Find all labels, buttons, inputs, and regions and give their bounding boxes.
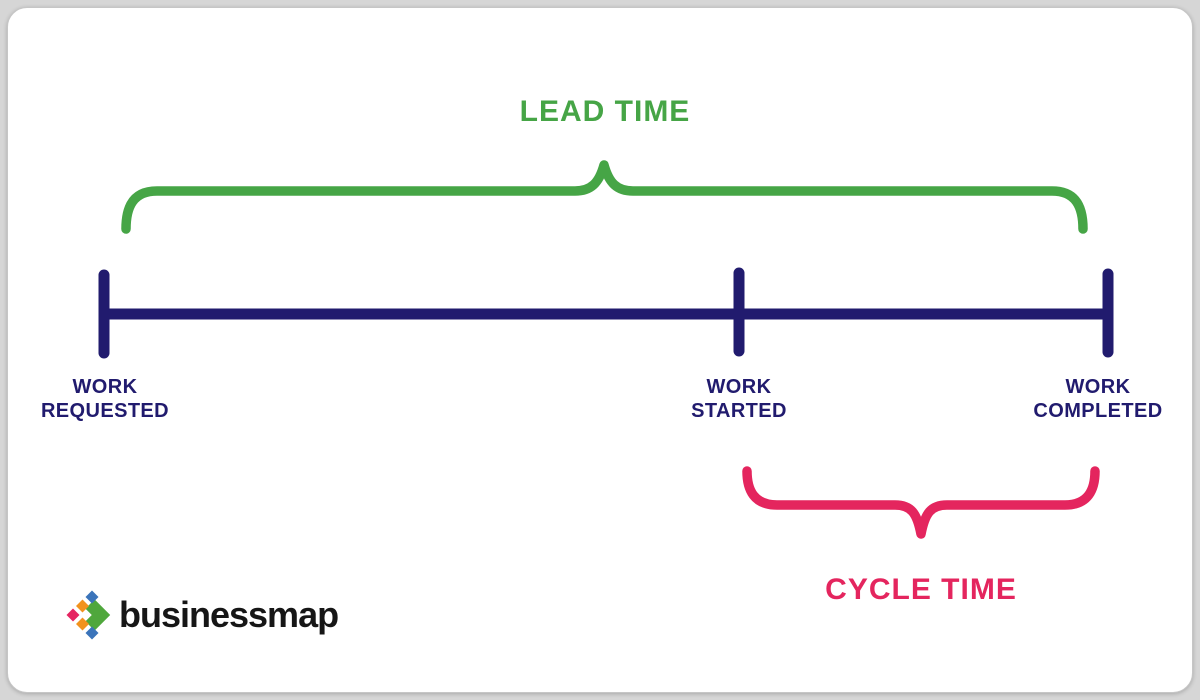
lead-time-label: LEAD TIME: [519, 95, 691, 128]
cycle-time-brace: [742, 466, 1100, 539]
milestone-work-completed: WORK COMPLETED: [978, 375, 1192, 423]
milestone-line1: WORK: [1065, 376, 1131, 398]
milestone-line2: REQUESTED: [40, 400, 170, 422]
businessmap-logo-text: businessmap: [119, 594, 339, 635]
businessmap-logo: businessmap: [65, 589, 339, 641]
milestone-work-requested: WORK REQUESTED: [8, 375, 225, 423]
businessmap-logo-icon: [66, 590, 111, 640]
lead-time-brace: [121, 160, 1088, 234]
milestone-line1: WORK: [706, 376, 772, 398]
logo-blue-diamond-top: [85, 590, 99, 604]
timeline-axis: [98, 267, 1114, 359]
logo-orange-diamond-bottom: [76, 617, 89, 631]
milestone-line2: COMPLETED: [1033, 400, 1163, 422]
milestone-line2: STARTED: [691, 400, 787, 422]
logo-blue-diamond-bottom: [85, 626, 99, 640]
diagram-card: LEAD TIME WORK REQUESTED WORK STARTED WO…: [7, 7, 1193, 693]
logo-pink-diamond: [66, 608, 80, 622]
logo-green-chevron: [85, 599, 111, 631]
milestone-line1: WORK: [72, 376, 138, 398]
cycle-time-label: CYCLE TIME: [825, 573, 1017, 606]
milestone-work-started: WORK STARTED: [619, 375, 859, 423]
logo-orange-diamond-top: [76, 599, 89, 613]
